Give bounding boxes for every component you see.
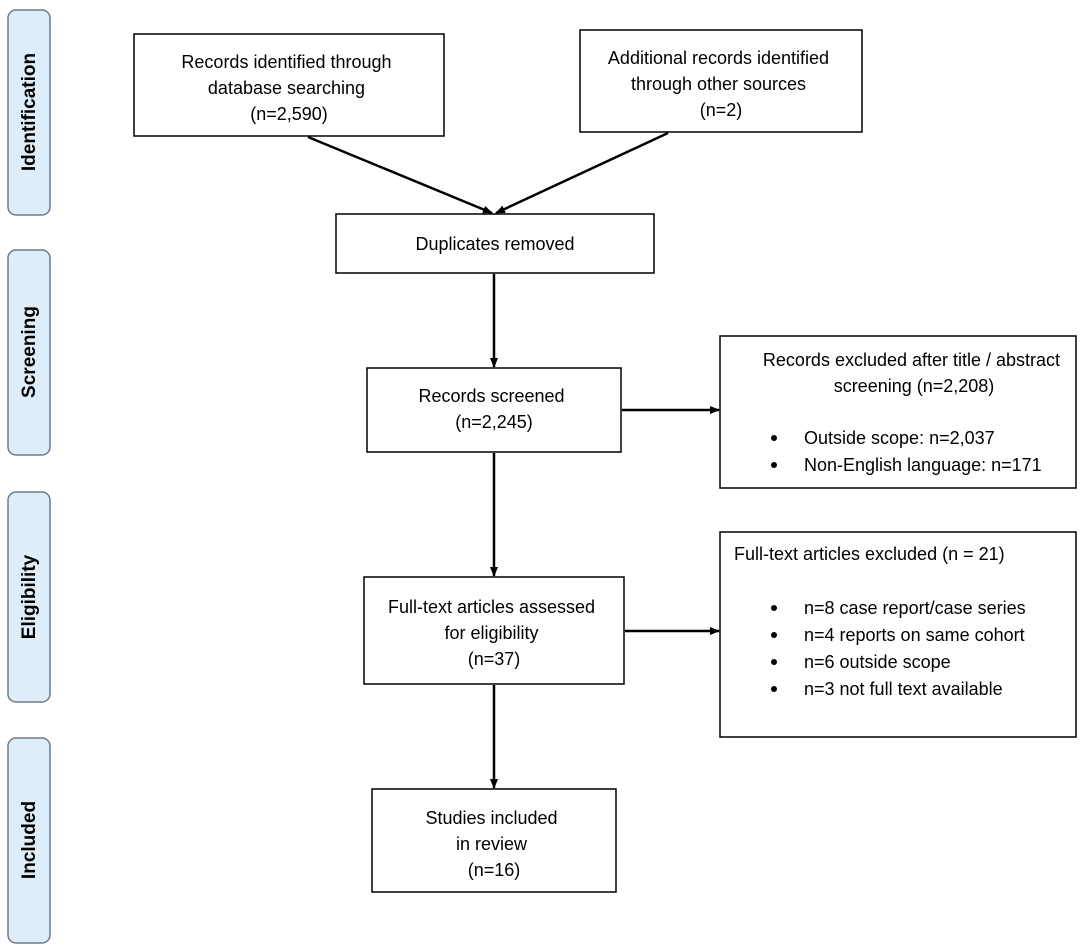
box-fulltext-line-1: Full-text articles assessed <box>388 597 595 617</box>
box-other-sources-line-2: through other sources <box>631 74 806 94</box>
box-other-sources-line-1: Additional records identified <box>608 48 829 68</box>
box-records-screened: Records screened (n=2,245) <box>366 367 622 453</box>
bullet-icon <box>771 462 777 468</box>
box-screened-line-1: Records screened <box>418 386 564 406</box>
stage-label-identification: Identification <box>19 53 40 171</box>
box-duplicates-line-1: Duplicates removed <box>415 234 574 254</box>
box-screened-line-2: (n=2,245) <box>455 412 533 432</box>
excluded-screening-bullet-1: Outside scope: n=2,037 <box>804 428 995 448</box>
svg-text:Additional records identified: Additional records identified through ot… <box>608 48 834 120</box>
bullet-icon <box>771 659 777 665</box>
excluded-screening-bullet-2: Non-English language: n=171 <box>804 455 1042 475</box>
box-fulltext-line-2: for eligibility <box>444 623 538 643</box>
box-database-line-1: Records identified through <box>181 52 391 72</box>
arrow-database-to-duplicates <box>307 135 493 215</box>
box-excluded-screening-heading-1: Records excluded after title / abstract <box>763 350 1060 370</box>
bullet-icon <box>771 686 777 692</box>
stage-tab-eligibility: Eligibility <box>7 491 51 703</box>
box-other-sources: Additional records identified through ot… <box>579 29 863 133</box>
svg-text:Full-text articles assessed: Full-text articles assessed for eligibil… <box>388 597 600 669</box>
svg-text:Records excluded after title /: Records excluded after title / abstract … <box>763 350 1065 396</box>
arrow-other-sources-to-duplicates <box>495 131 669 215</box>
excluded-fulltext-bullet-3: n=6 outside scope <box>804 652 951 672</box>
box-included-line-1: Studies included <box>425 808 557 828</box>
box-fulltext-assessed: Full-text articles assessed for eligibil… <box>363 576 625 685</box>
box-included-line-2: in review <box>456 834 528 854</box>
stage-tab-included: Included <box>7 737 51 944</box>
box-fulltext-line-3: (n=37) <box>468 649 521 669</box>
excluded-fulltext-bullet-4: n=3 not full text available <box>804 679 1003 699</box>
box-excluded-fulltext-heading: Full-text articles excluded (n = 21) <box>734 544 1005 564</box>
stage-label-included: Included <box>19 801 40 879</box>
box-duplicates-removed: Duplicates removed <box>335 213 655 274</box>
stage-tab-screening: Screening <box>7 249 51 456</box>
box-excluded-screening-heading-2: screening (n=2,208) <box>834 376 995 396</box>
svg-text:Records screened (n=2,24: Records screened (n=2,245) <box>418 386 569 432</box>
excluded-fulltext-bullet-2: n=4 reports on same cohort <box>804 625 1025 645</box>
box-database-line-3: (n=2,590) <box>250 104 328 124</box>
box-excluded-screening: Records excluded after title / abstract … <box>719 335 1077 489</box>
stage-label-eligibility: Eligibility <box>19 554 40 639</box>
stage-tab-identification: Identification <box>7 9 51 216</box>
box-excluded-fulltext: Full-text articles excluded (n = 21) n=8… <box>719 531 1077 738</box>
bullet-icon <box>771 435 777 441</box>
box-studies-included: Studies included in review (n=16) <box>371 788 617 893</box>
stage-label-screening: Screening <box>19 306 40 398</box>
box-included-line-3: (n=16) <box>468 860 521 880</box>
svg-text:Studies included in revi: Studies included in review (n=16) <box>425 808 562 880</box>
excluded-fulltext-bullet-1: n=8 case report/case series <box>804 598 1026 618</box>
svg-text:Records identified through: Records identified through database sear… <box>181 52 396 124</box>
box-database-line-2: database searching <box>208 78 365 98</box>
svg-text:Duplicates removed: Duplicates removed <box>415 234 574 254</box>
bullet-icon <box>771 605 777 611</box>
bullet-icon <box>771 632 777 638</box>
box-database-records: Records identified through database sear… <box>133 33 445 137</box>
box-other-sources-line-3: (n=2) <box>700 100 743 120</box>
